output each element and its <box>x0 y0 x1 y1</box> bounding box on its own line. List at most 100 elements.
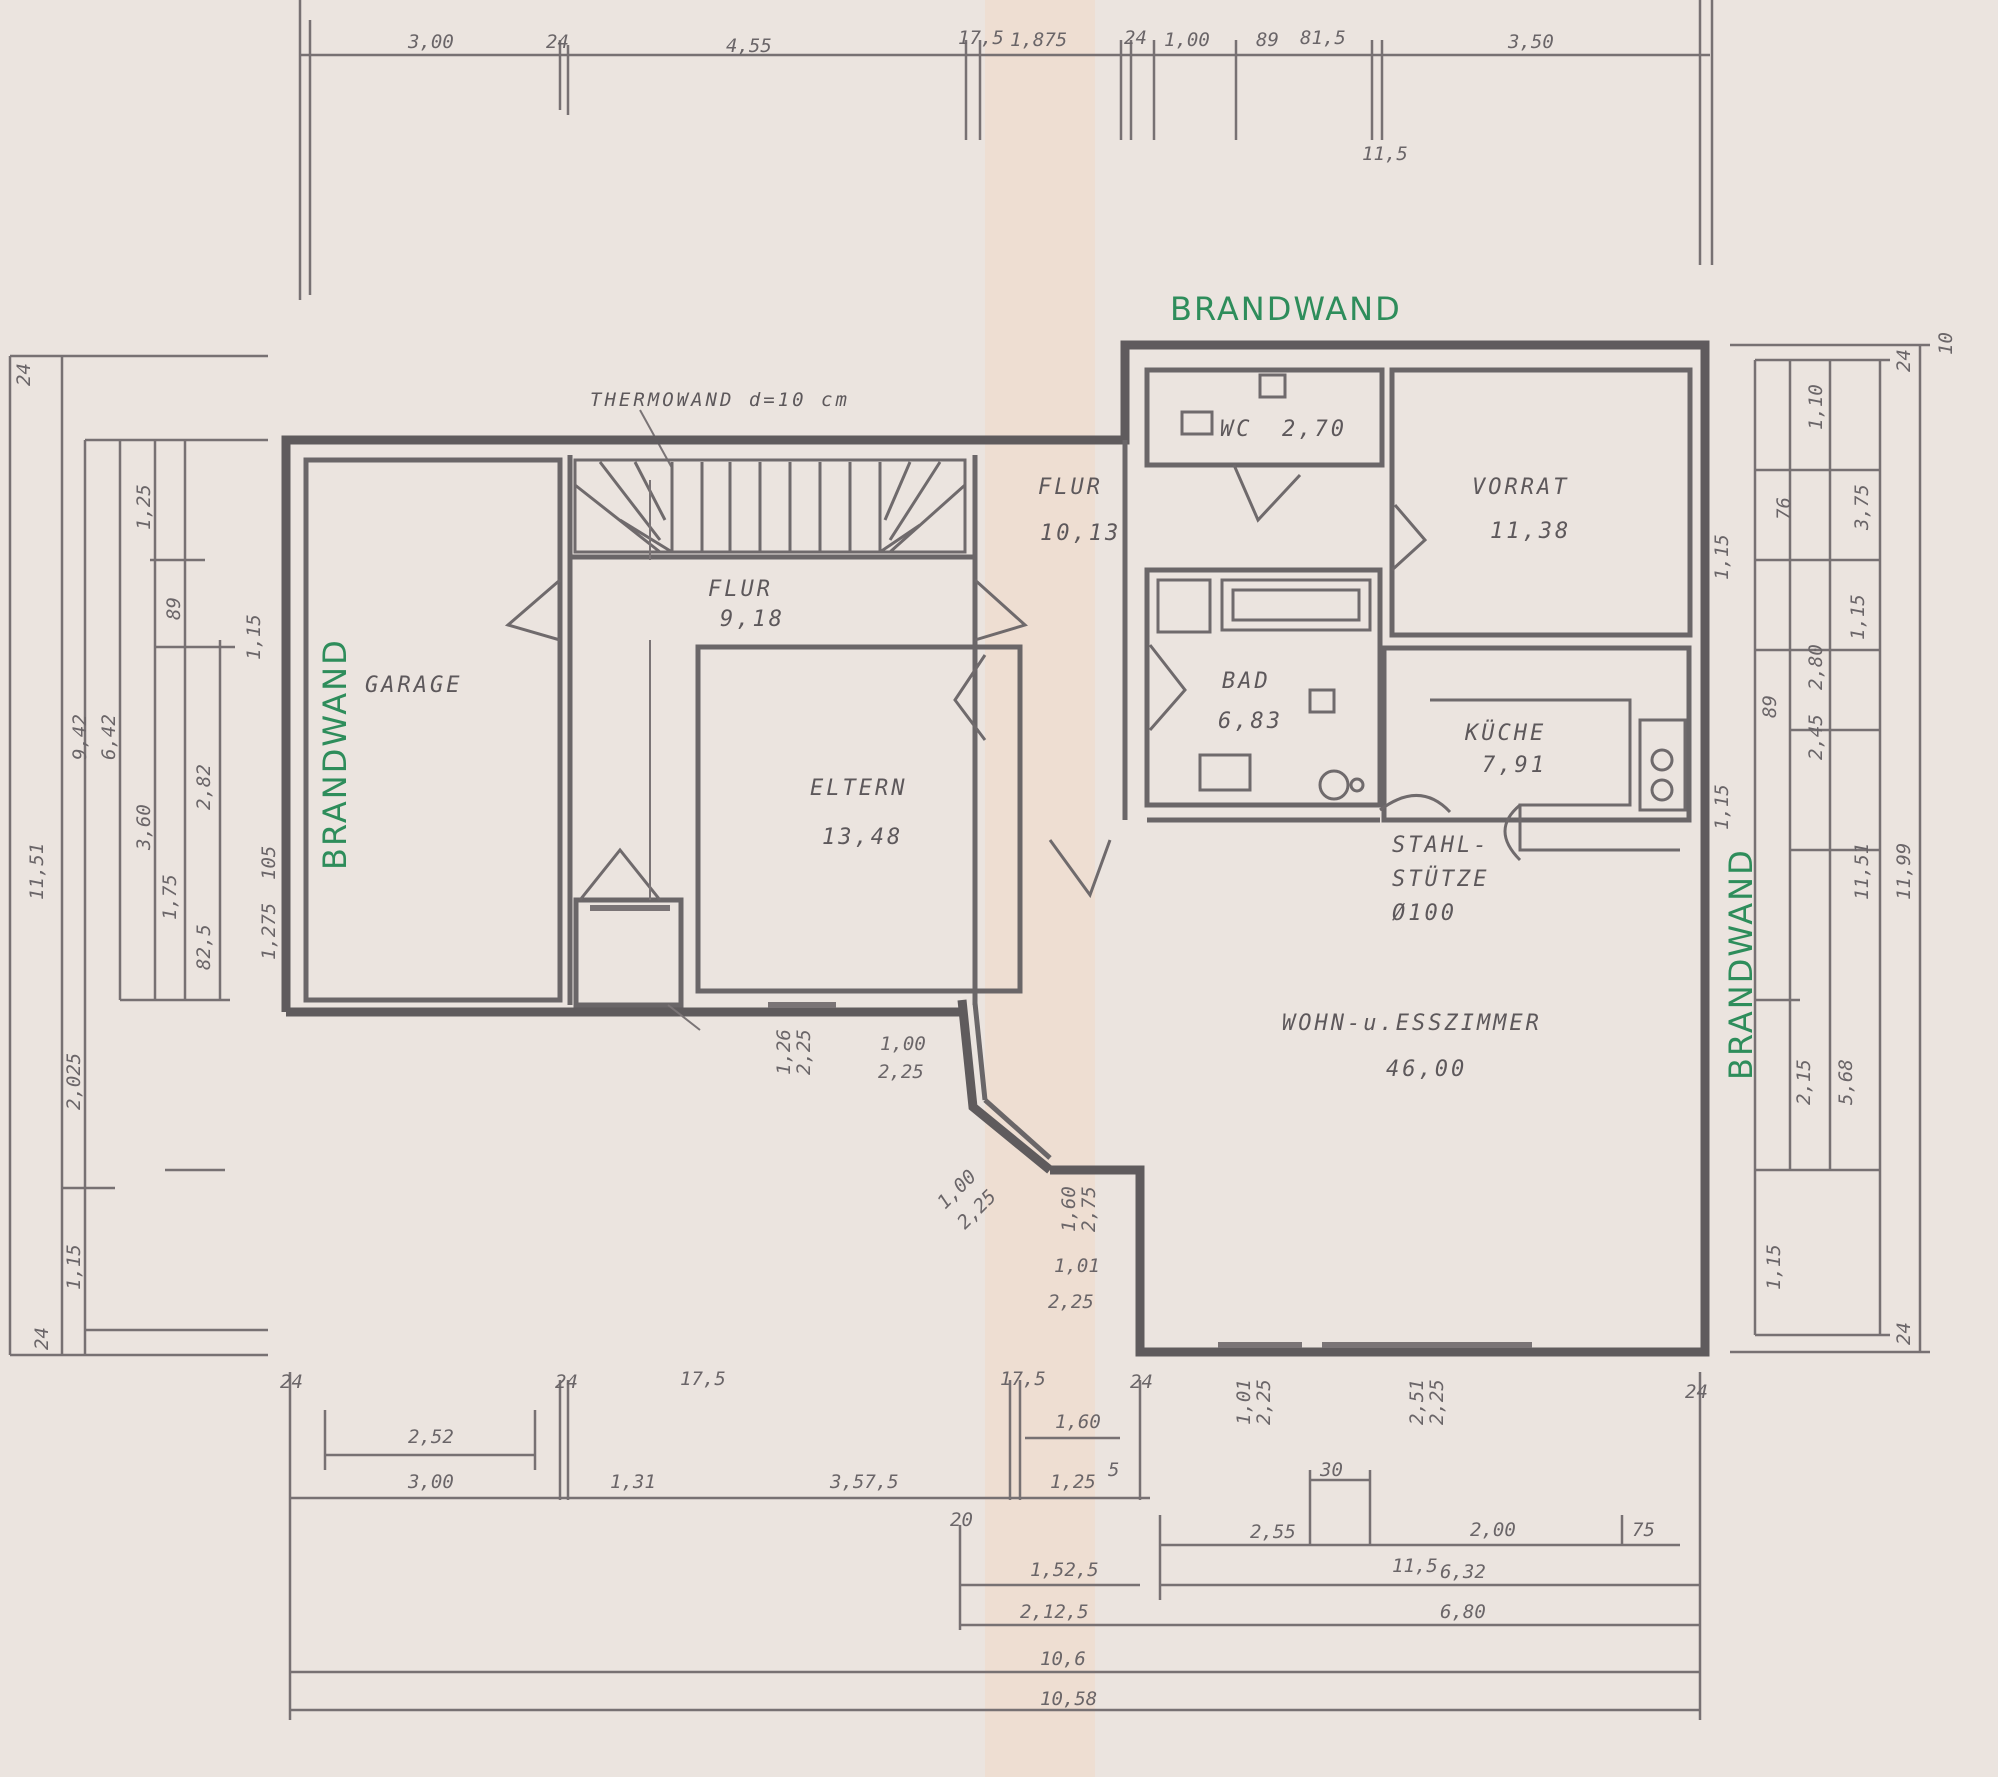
dim-right-11: 11,99 <box>1893 843 1915 900</box>
dim-left-8: 11,51 <box>26 843 48 900</box>
wc-toilet <box>1258 373 1287 399</box>
fixtures <box>1156 373 1687 862</box>
dim-bottom-11: 1,25 <box>1050 1471 1096 1493</box>
dim-bottom-12: 5 <box>1108 1459 1119 1481</box>
dim-bottom-15: 2,55 <box>1250 1521 1296 1543</box>
wc-basin <box>1180 410 1214 436</box>
room-name-flur1: FLUR <box>708 577 773 602</box>
bad-toilet <box>1308 688 1336 714</box>
dim-bottom-14: 30 <box>1319 1459 1343 1481</box>
label-thermowand: THERMOWAND d=10 cm <box>590 389 850 411</box>
dim-bottom-20: 1,52,5 <box>1030 1559 1099 1581</box>
dim-right-12: 2,15 <box>1793 1059 1815 1105</box>
dim-bottom-21: 2,12,5 <box>1020 1601 1089 1623</box>
windows <box>590 905 1532 1348</box>
dim-opening-1: 2,25 <box>793 1029 815 1075</box>
dim-bottom-10: 1,60 <box>1055 1411 1101 1433</box>
bad-sink <box>1198 753 1252 792</box>
dim-left-6: 9,42 <box>69 714 91 760</box>
dim-right-15: 24 <box>1893 1322 1915 1345</box>
label-stahlstuetze-1: STAHL- <box>1392 833 1489 858</box>
shower-basin <box>1156 578 1212 634</box>
dim-left-0: 24 <box>13 363 35 386</box>
dim-opening-8: 1,01 <box>1233 1379 1255 1425</box>
room-name-eltern: ELTERN <box>810 776 907 801</box>
dim-top-4: 1,875 <box>1010 29 1067 51</box>
dim-left-5: 1,75 <box>159 874 181 920</box>
room-area-wc: 2,70 <box>1282 417 1347 442</box>
dim-bottom-6: 2,52 <box>408 1426 454 1448</box>
dim-right-13: 5,68 <box>1835 1059 1857 1105</box>
dim-opening-11: 2,25 <box>1426 1379 1448 1425</box>
room-area-kueche: 7,91 <box>1482 753 1547 778</box>
dim-right-4: 3,75 <box>1851 484 1873 531</box>
dim-left-15: 1,15 <box>243 614 265 660</box>
room-area-flur1: 9,18 <box>720 607 785 632</box>
paper-fold <box>985 0 1095 1777</box>
dim-bottom-8: 1,31 <box>610 1471 656 1493</box>
dim-top-10: 11,5 <box>1362 143 1408 165</box>
dim-left-13: 105 <box>258 846 280 880</box>
dim-opening-10: 2,51 <box>1406 1379 1428 1425</box>
dimension-chain-right <box>1730 343 1930 1354</box>
room-area-wohn: 46,00 <box>1386 1057 1467 1082</box>
room-area-eltern: 13,48 <box>822 825 903 850</box>
dim-right-16: 10 <box>1935 332 1957 355</box>
room-name-kueche: KÜCHE <box>1464 720 1546 746</box>
dim-right-5: 1,15 <box>1847 594 1869 640</box>
staircase <box>573 458 967 560</box>
dim-bottom-22: 6,80 <box>1440 1601 1486 1623</box>
dim-left-3: 3,60 <box>133 804 155 851</box>
dim-left-9: 2,025 <box>63 1053 85 1110</box>
dim-top-9: 3,50 <box>1507 31 1554 53</box>
dim-left-11: 24 <box>31 1327 53 1350</box>
dim-bottom-23: 10,6 <box>1040 1648 1086 1670</box>
bathtub <box>1220 578 1372 632</box>
dim-bottom-0: 24 <box>280 1371 303 1393</box>
dim-top-6: 1,00 <box>1164 29 1210 51</box>
dim-bottom-5: 24 <box>1685 1381 1708 1403</box>
dim-right-9: 1,15 <box>1711 784 1733 830</box>
dim-top-0: 3,00 <box>407 31 454 53</box>
dim-bottom-1: 24 <box>555 1371 578 1393</box>
room-name-flur2: FLUR <box>1038 475 1103 500</box>
dim-bottom-16: 2,00 <box>1470 1519 1516 1541</box>
dim-right-1: 1,10 <box>1805 384 1827 430</box>
label-stahlstuetze-2: STÜTZE <box>1392 866 1489 892</box>
dim-left-4: 2,82 <box>193 764 215 810</box>
dim-top-1: 24 <box>546 31 569 53</box>
dim-bottom-9: 3,57,5 <box>829 1471 899 1493</box>
dim-opening-3: 2,25 <box>878 1061 924 1083</box>
label-brandwand-right: BRANDWAND <box>1722 848 1760 1080</box>
dim-opening-0: 1,26 <box>773 1029 795 1075</box>
dim-top-7: 89 <box>1256 29 1279 51</box>
dim-bottom-24: 10,58 <box>1040 1688 1097 1710</box>
dim-opening-9: 2,25 <box>1253 1379 1275 1425</box>
dim-top-2: 4,55 <box>726 35 772 57</box>
dim-top-5: 24 <box>1124 27 1147 49</box>
dim-bottom-4: 24 <box>1130 1371 1153 1393</box>
dim-bottom-18: 11,5 <box>1392 1555 1438 1577</box>
room-name-wohn: WOHN-u.ESSZIMMER <box>1282 1011 1542 1036</box>
dim-right-14: 1,15 <box>1763 1244 1785 1290</box>
exterior-walls <box>281 340 1710 1357</box>
dimension-chain-left <box>8 354 268 1357</box>
dim-left-12: 82,5 <box>193 924 215 970</box>
dim-right-10: 11,51 <box>1851 843 1873 900</box>
dim-left-7: 6,42 <box>98 714 120 760</box>
dim-bottom-2: 17,5 <box>680 1368 726 1390</box>
label-brandwand-top: BRANDWAND <box>1170 290 1402 328</box>
dim-top-3: 17,5 <box>958 27 1004 49</box>
dim-right-8: 2,45 <box>1805 714 1827 760</box>
dim-opening-6: 1,01 <box>1054 1255 1100 1277</box>
dimension-chain-bottom <box>288 1372 1702 1720</box>
dim-bottom-13: 20 <box>950 1509 973 1531</box>
room-name-garage: GARAGE <box>365 673 462 698</box>
dim-right-6: 2,80 <box>1805 644 1827 690</box>
room-area-bad: 6,83 <box>1218 709 1283 734</box>
kitchen-counter <box>1430 698 1680 852</box>
dim-right-2: 1,15 <box>1711 534 1733 580</box>
dim-bottom-19: 6,32 <box>1440 1561 1486 1583</box>
interior-walls <box>303 367 1693 1008</box>
